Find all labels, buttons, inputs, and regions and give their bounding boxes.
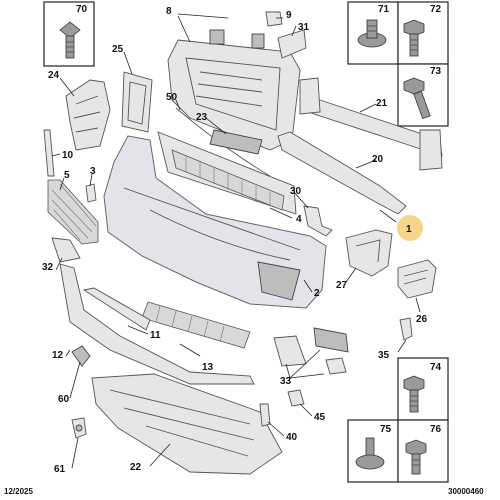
part-9-bracket[interactable] (265, 11, 283, 27)
leader-lines (51, 13, 421, 469)
part-3-clip[interactable] (85, 183, 97, 203)
box-number-71: 71 (378, 4, 390, 15)
label-20: 20 (372, 154, 384, 165)
clip-icon (355, 437, 385, 470)
part-12-lower-lip[interactable] (59, 263, 255, 385)
part-5-grille[interactable] (47, 179, 99, 245)
fastener-box-70[interactable]: 70 (43, 1, 95, 67)
part-24-air-duct[interactable] (65, 79, 111, 151)
part-26-side-deflector[interactable] (397, 259, 437, 299)
label-13: 13 (202, 362, 214, 373)
label-10: 10 (62, 150, 74, 161)
part-21-beam[interactable] (299, 77, 443, 171)
part-27-side-deflector[interactable] (345, 229, 393, 277)
label-24: 24 (48, 70, 60, 81)
bolt-icon (403, 19, 425, 57)
footer-reference: 30000460 (448, 487, 484, 496)
box-number-70: 70 (76, 4, 88, 15)
bolt-icon (403, 77, 431, 120)
label-61: 61 (54, 464, 66, 475)
label-35: 35 (378, 350, 390, 361)
footer-date: 12/2025 (4, 487, 33, 496)
part-11-bar[interactable] (82, 287, 151, 331)
label-60: 60 (58, 394, 70, 405)
part-31-deflector[interactable] (277, 29, 307, 59)
screw-icon (59, 21, 81, 59)
label-45: 45 (314, 412, 326, 423)
part-22-undertray[interactable] (91, 373, 283, 475)
bolt-icon (403, 375, 425, 413)
part-60-cap[interactable] (71, 345, 91, 367)
clip-icon (357, 19, 387, 48)
part-8-front-panel[interactable] (167, 29, 301, 151)
label-8: 8 (166, 6, 172, 17)
label-25: 25 (112, 44, 124, 55)
label-9: 9 (286, 10, 292, 21)
part-30-bracket[interactable] (303, 205, 333, 237)
part-35-clip[interactable] (399, 317, 413, 341)
label-4: 4 (296, 214, 302, 225)
fastener-box-74[interactable]: 74 (397, 357, 449, 421)
fastener-box-75[interactable]: 75 (347, 419, 399, 483)
part-20-absorber[interactable] (277, 131, 407, 215)
part-25-frame[interactable] (121, 71, 153, 133)
part-33-brackets[interactable] (273, 327, 349, 375)
label-30: 30 (290, 186, 302, 197)
fastener-box-76[interactable]: 76 (397, 419, 449, 483)
label-22: 22 (130, 462, 142, 473)
part-45-fixing[interactable] (287, 389, 305, 407)
box-number-76: 76 (430, 424, 442, 435)
label-26: 26 (416, 314, 428, 325)
label-23: 23 (196, 112, 208, 123)
box-number-72: 72 (430, 4, 442, 15)
part-23-plate[interactable] (209, 129, 263, 155)
bolt-icon (405, 439, 427, 475)
part-10-strip[interactable] (43, 129, 55, 177)
label-50: 50 (166, 92, 178, 103)
part-13-lower-grille[interactable] (141, 301, 251, 349)
part-labels: 8 9 31 25 24 50 21 23 20 10 3 5 30 4 1 3… (42, 6, 428, 475)
highlight-circle (397, 215, 423, 241)
label-27: 27 (336, 280, 348, 291)
label-12: 12 (52, 350, 64, 361)
part-61-fixing[interactable] (71, 417, 87, 439)
label-33: 33 (280, 376, 292, 387)
box-number-74: 74 (430, 362, 442, 373)
part-2-bumper[interactable] (103, 135, 327, 309)
label-32: 32 (42, 262, 54, 273)
label-1: 1 (406, 224, 412, 235)
part-32-bracket[interactable] (51, 237, 81, 263)
label-40: 40 (286, 432, 298, 443)
label-11: 11 (150, 330, 161, 341)
label-5: 5 (64, 170, 70, 181)
box-number-75: 75 (380, 424, 392, 435)
label-3: 3 (90, 166, 96, 177)
fastener-box-72[interactable]: 72 (397, 1, 449, 65)
part-4-grille-surround[interactable] (157, 131, 297, 215)
label-2: 2 (314, 288, 320, 299)
label-31: 31 (298, 22, 310, 33)
part-1-marker[interactable] (397, 215, 423, 241)
box-number-73: 73 (430, 66, 442, 77)
fastener-box-73[interactable]: 73 (397, 63, 449, 127)
fastener-box-71[interactable]: 71 (347, 1, 399, 65)
label-21: 21 (376, 98, 388, 109)
